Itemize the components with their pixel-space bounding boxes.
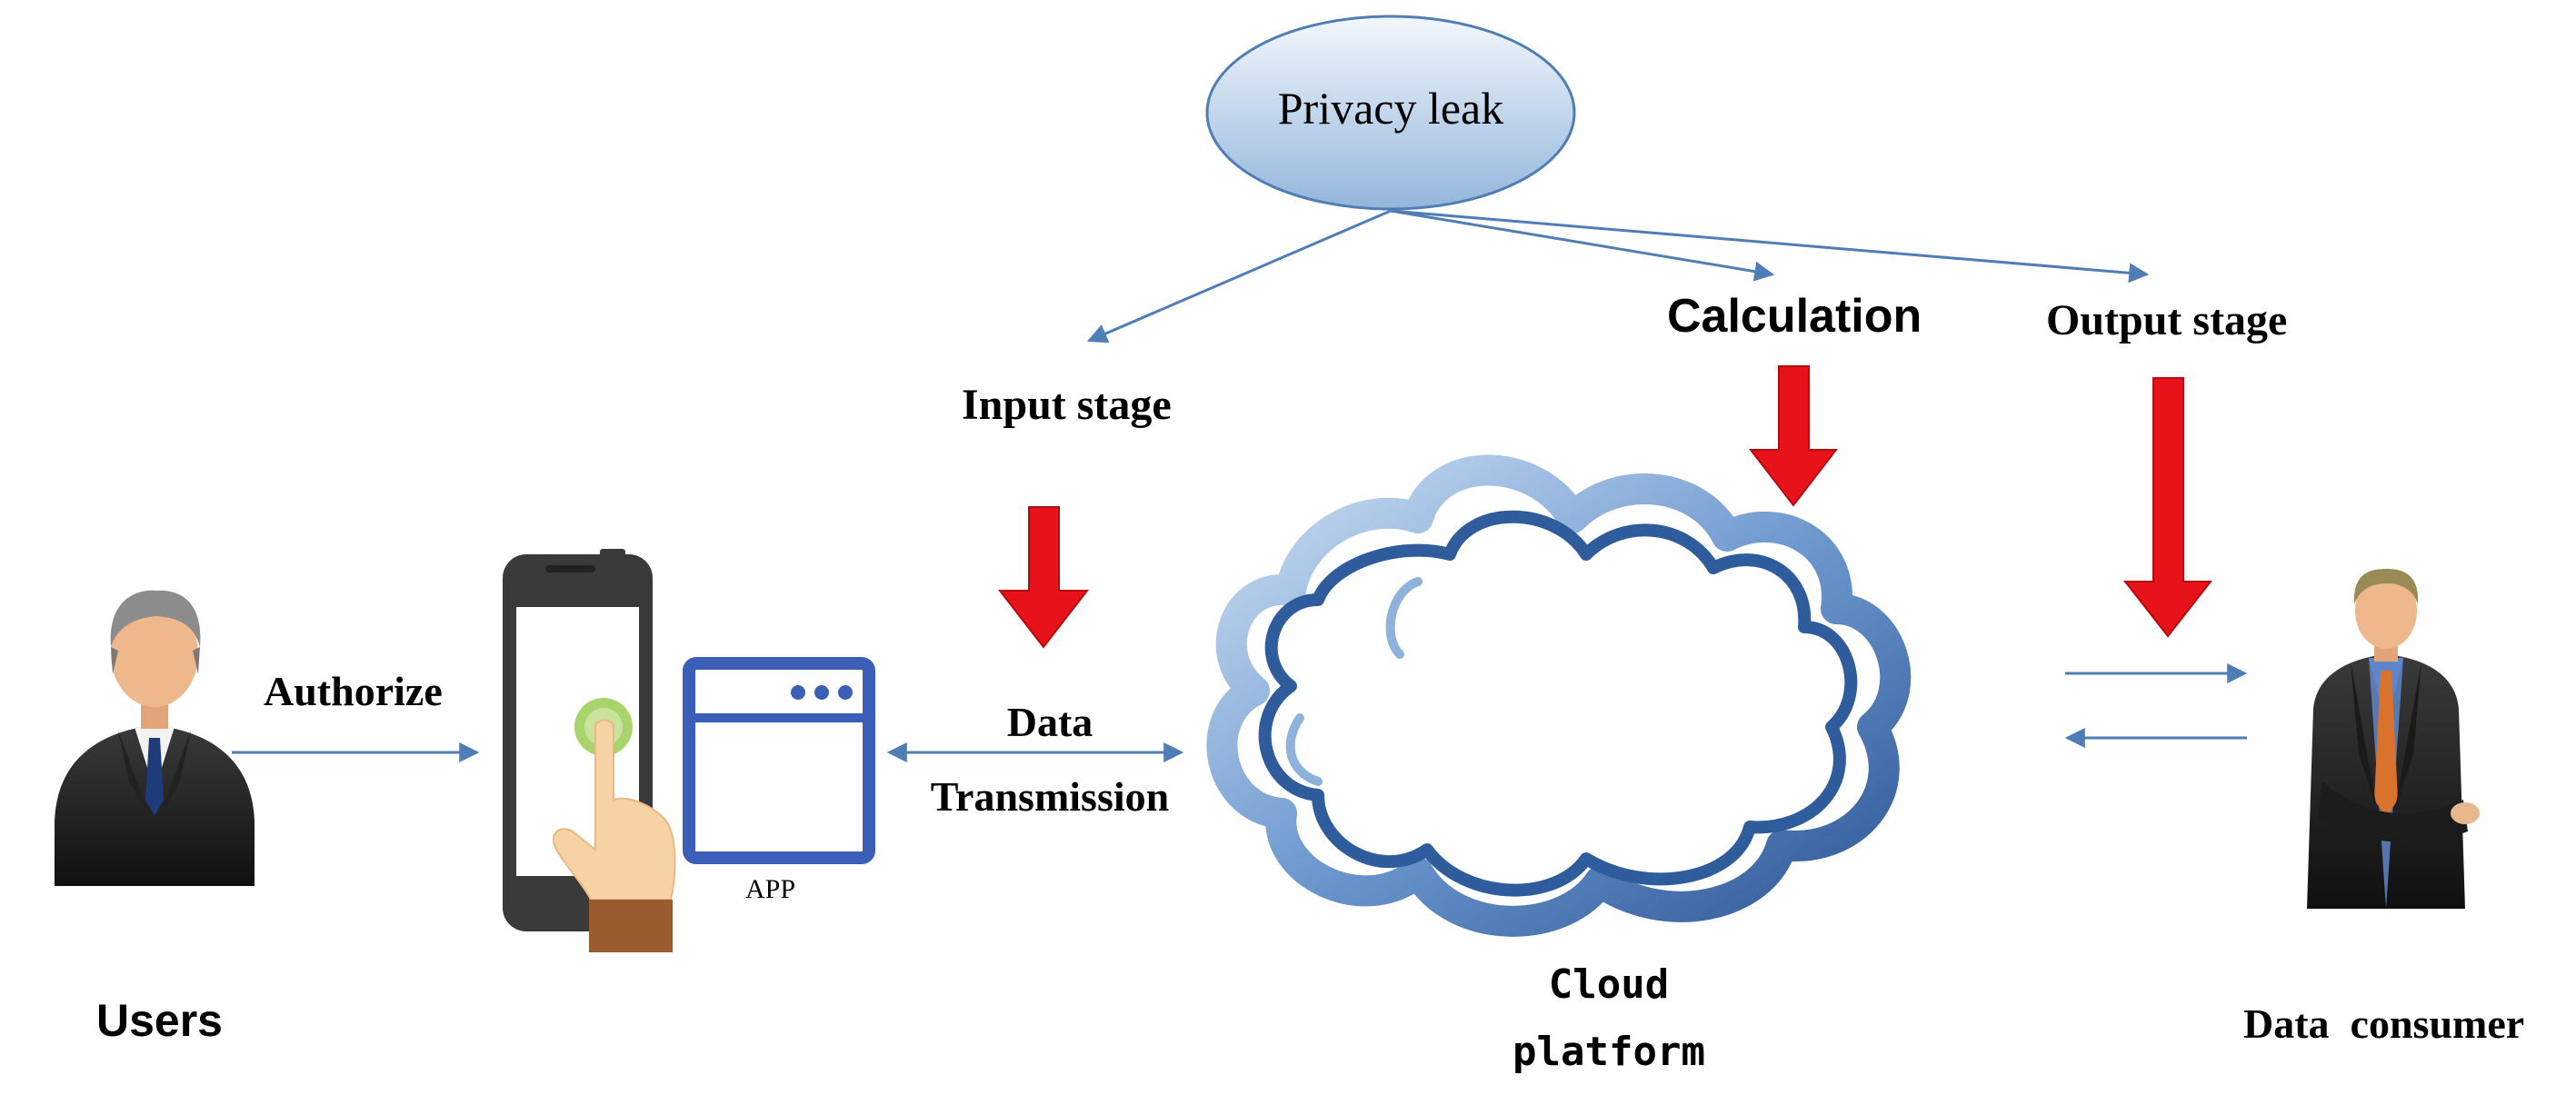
pointing-hand-icon [552,698,676,952]
leak-arrows [1086,209,2150,343]
leak-arrow-output [1390,209,2150,284]
red-arrow-calculation [1748,365,1839,507]
authorize-label: Authorize [264,668,443,714]
leak-arrow-input [1086,209,1392,343]
user-figure-icon [55,590,255,886]
data-consumer-figure-icon [2307,569,2480,909]
leak-arrow-calculation [1390,209,1775,282]
cloud-platform-label-line2: platform [1513,1029,1705,1075]
data-consumer-label: Data consumer [2243,1000,2525,1047]
calculation-stage-label: Calculation [1667,290,1922,343]
input-stage-label: Input stage [962,381,1172,429]
output-stage-label: Output stage [2046,296,2288,344]
red-arrows [997,365,2213,649]
cloud-platform-label-line1: Cloud [1548,961,1670,1008]
cloud-platform-icon [1206,454,1912,937]
app-label: APP [745,874,796,904]
privacy-leak-label: Privacy leak [1277,83,1504,134]
red-arrow-output [2122,377,2213,638]
users-label: Users [96,995,223,1046]
app-window-icon [683,657,875,864]
privacy-leak-bubble [1205,15,1576,211]
data-transmission-label-line2: Transmission [930,773,1170,820]
data-transmission-label-line1: Data [1006,699,1093,745]
red-arrow-input [997,506,1090,649]
